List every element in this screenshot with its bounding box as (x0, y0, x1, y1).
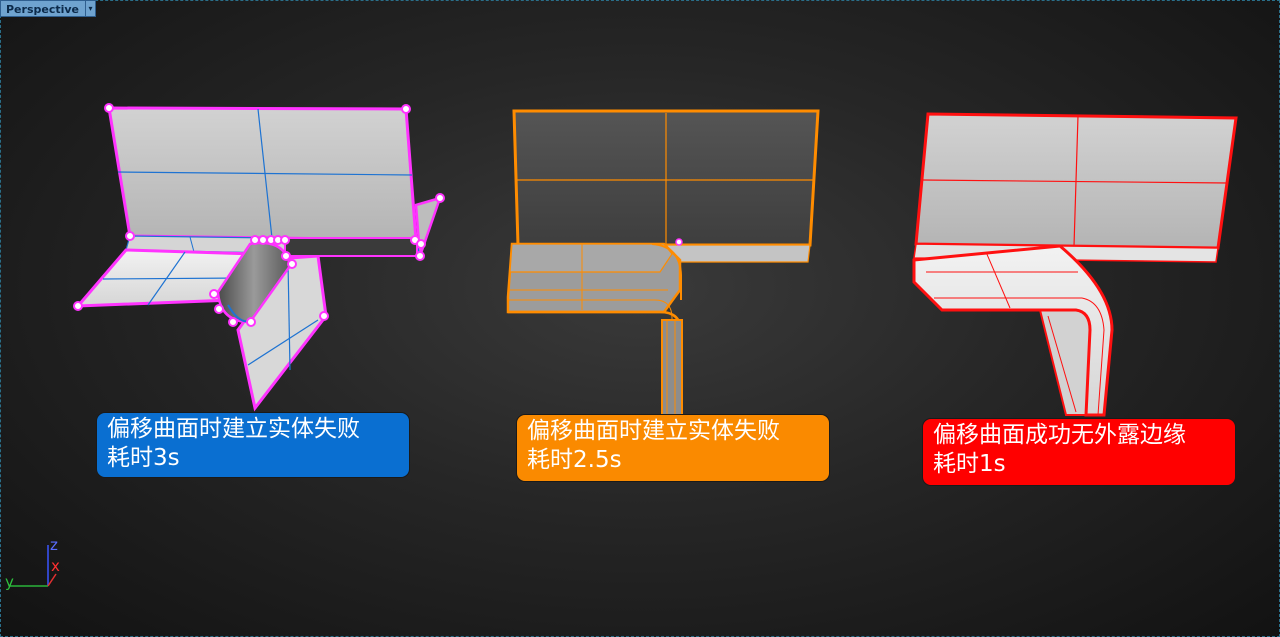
caption-line1: 偏移曲面时建立实体失败 (107, 416, 360, 442)
viewport-tab[interactable]: Perspective ▾ (0, 0, 97, 17)
caption-line2: 耗时2.5s (527, 447, 622, 473)
model-failed-offset-3s[interactable] (73, 103, 445, 412)
model-successful-offset-1s[interactable] (912, 112, 1238, 417)
axis-x-label: x (51, 557, 60, 575)
viewport-title[interactable]: Perspective (0, 0, 87, 17)
caption-line2: 耗时1s (933, 451, 1006, 477)
caption-offset-success-1s: 偏移曲面成功无外露边缘 耗时1s (922, 418, 1236, 486)
model-failed-offset-2-5s[interactable] (506, 109, 820, 416)
caption-line2: 耗时3s (107, 445, 180, 471)
axis-y-label: y (5, 573, 14, 591)
caption-line1: 偏移曲面成功无外露边缘 (933, 422, 1186, 448)
axis-z-label: z (50, 536, 58, 554)
caption-line1: 偏移曲面时建立实体失败 (527, 418, 780, 444)
caption-offset-failed-3s: 偏移曲面时建立实体失败 耗时3s (96, 412, 410, 478)
caption-offset-failed-2-5s: 偏移曲面时建立实体失败 耗时2.5s (516, 414, 830, 482)
viewport-menu-arrow-icon[interactable]: ▾ (86, 0, 97, 17)
